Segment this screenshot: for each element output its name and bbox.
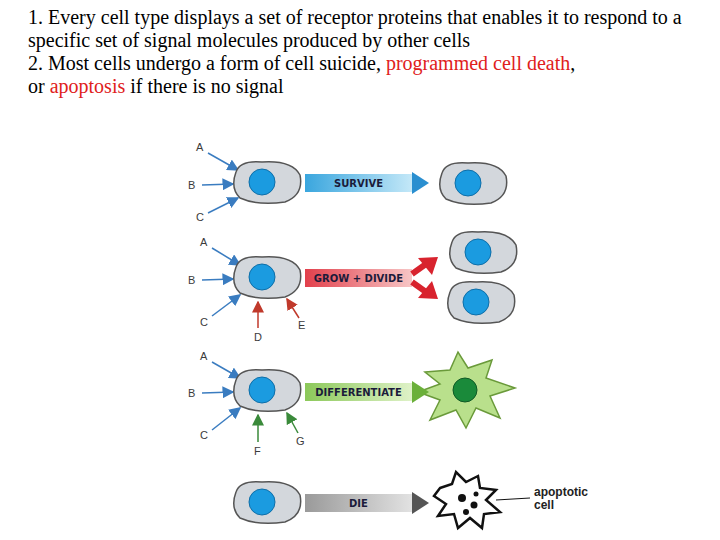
highlight-term: programmed cell death <box>386 52 570 74</box>
paragraph-text: if there is no signal <box>130 75 283 97</box>
signal-letter: D <box>254 331 262 343</box>
signal-letter: E <box>298 319 305 331</box>
signal-letter: B <box>188 274 195 286</box>
signal-letter: F <box>254 445 261 457</box>
intro-text: 1. Every cell type displays a set of rec… <box>28 6 718 98</box>
paragraph-text: , <box>570 52 575 74</box>
band-bar <box>305 269 412 287</box>
signal-letter: A <box>200 236 207 248</box>
callout-label: apoptotic cell <box>534 486 604 512</box>
highlight-term: apoptosis <box>50 75 126 97</box>
signal-letter: A <box>196 141 203 153</box>
signal-letter: C <box>200 429 208 441</box>
outcome-band: DIE <box>305 492 429 514</box>
band-label: DIE <box>305 494 412 512</box>
paragraph-text: 2. Most cells undergo a form of cell sui… <box>28 52 381 74</box>
band-label: DIFFERENTIATE <box>305 383 412 401</box>
signal-letter: B <box>188 179 195 191</box>
outcome-band: GROW + DIVIDE <box>305 256 445 300</box>
band-label: SURVIVE <box>305 174 412 192</box>
band-bar <box>305 383 412 401</box>
band-label: GROW + DIVIDE <box>305 269 412 287</box>
paragraph-text: or <box>28 75 45 97</box>
arrow-head <box>412 172 429 194</box>
paragraph: 2. Most cells undergo a form of cell sui… <box>28 52 718 98</box>
band-bar <box>305 494 412 512</box>
fork-arrow <box>412 282 426 292</box>
differentiated-cell <box>418 352 515 428</box>
cells <box>234 162 517 524</box>
signal-letter: A <box>200 350 207 362</box>
paragraph-text: 1. Every cell type displays a set of rec… <box>28 6 682 51</box>
band-bar <box>305 174 412 192</box>
arrow-head <box>418 281 438 299</box>
signal-letter: C <box>196 211 204 223</box>
signal-letter: B <box>188 387 195 399</box>
arrow-head <box>412 492 429 514</box>
outcome-band: SURVIVE <box>305 172 429 194</box>
apoptotic-cell <box>434 472 530 528</box>
arrow-head <box>412 381 429 403</box>
signal-letter: C <box>200 316 208 328</box>
signal-letter: G <box>296 435 305 447</box>
paragraph: 1. Every cell type displays a set of rec… <box>28 6 718 52</box>
outcome-band: DIFFERENTIATE <box>305 381 429 403</box>
fork-arrow <box>412 264 426 274</box>
arrow-head <box>418 257 438 275</box>
